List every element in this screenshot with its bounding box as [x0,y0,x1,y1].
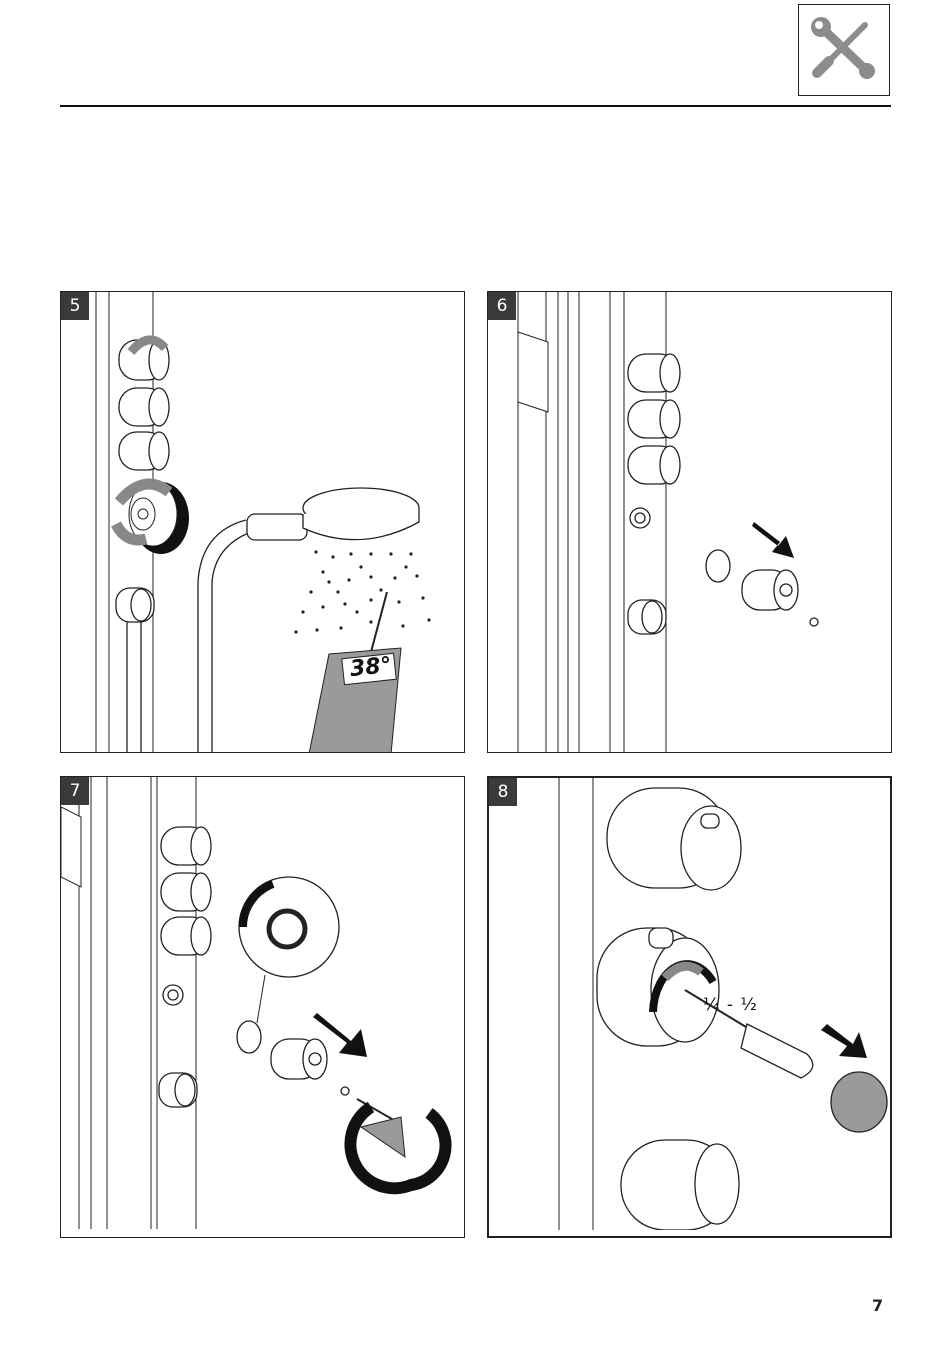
screwdriver-rotate [350,1099,445,1188]
rotation-amount-label: ¼ - ½ [703,995,758,1015]
step-7-illustration [61,777,465,1229]
step-6-panel: 6 [487,291,892,753]
thermostat-parts [237,1021,349,1095]
water-spray [294,550,430,633]
hose-outlet [116,588,154,753]
step-6-illustration [488,292,892,753]
step-number: 7 [61,777,89,805]
removed-thermostat-parts [706,550,818,626]
thermostat-knob [116,482,189,554]
step-number: 8 [489,778,517,806]
shower-knobs [628,354,680,634]
step-8-illustration [489,778,892,1230]
shower-knobs [119,340,169,470]
tools-icon-box [798,4,890,96]
step-7-panel: 7 [60,776,465,1238]
shower-knobs [159,827,211,1107]
page-number: 7 [872,1296,883,1315]
thermometer-reading: 38° [349,653,393,682]
header-rule [60,105,891,107]
detail-zoom [239,877,339,1023]
step-8-panel: 8 ¼ - ½ [487,776,892,1238]
step-5-panel: 5 [60,291,465,753]
wrench-screwdriver-icon [799,5,889,95]
hand-shower [247,488,419,540]
cover-cap [831,1072,887,1132]
remove-arrow-icon [752,522,794,558]
step-5-illustration [61,292,465,753]
step-number: 6 [488,292,516,320]
step-number: 5 [61,292,89,320]
insert-arrow-icon [821,1024,867,1058]
